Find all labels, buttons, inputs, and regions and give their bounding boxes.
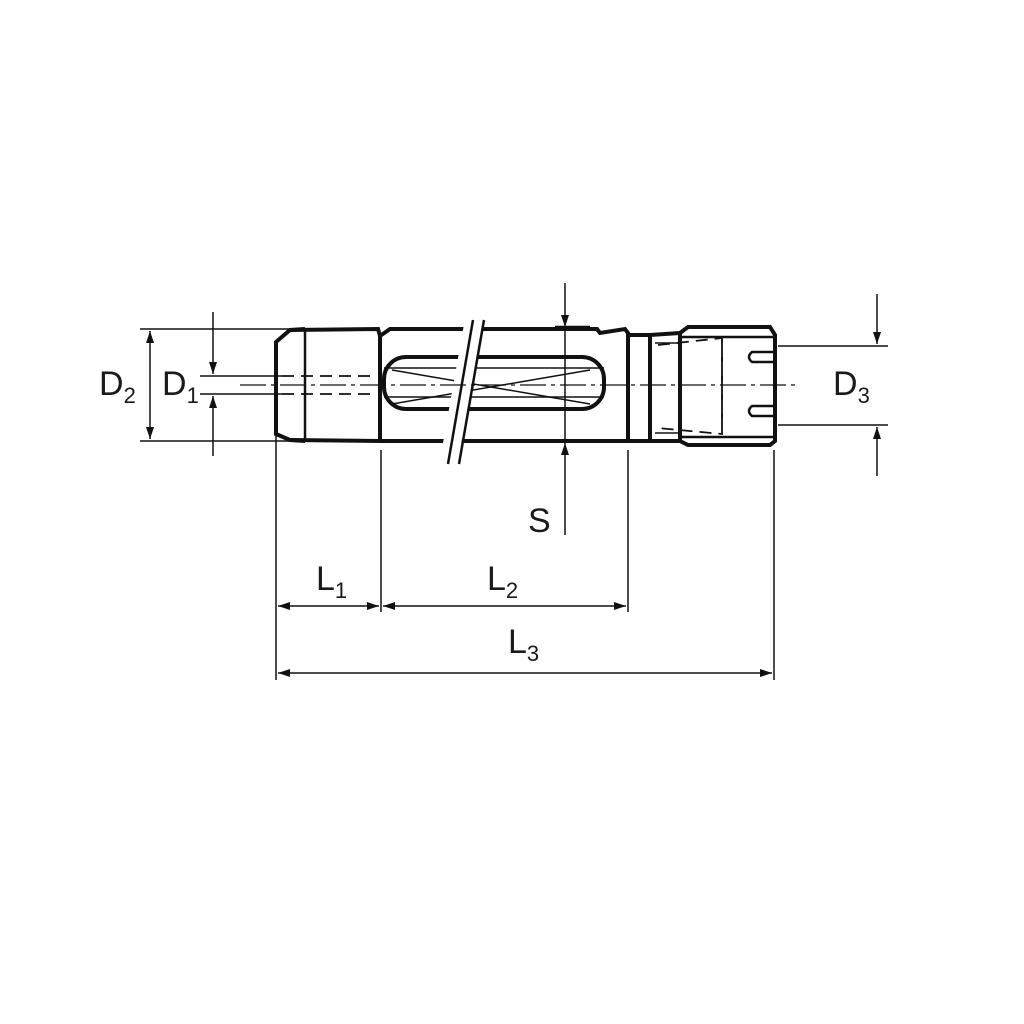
- slot-cross-2: [391, 369, 591, 405]
- label-l2: L2: [487, 560, 518, 603]
- l-extension-lines: [275, 436, 775, 680]
- hidden-bore: [282, 375, 370, 395]
- label-d2: D2: [99, 365, 136, 408]
- dim-s: [555, 283, 590, 535]
- nut-slot-upper: [747, 350, 775, 364]
- dim-d3: [778, 294, 888, 476]
- break-marks: [439, 317, 486, 469]
- label-l3: L3: [508, 623, 539, 666]
- label-s: S: [528, 502, 551, 540]
- tool-body: [274, 317, 777, 469]
- break-line-right: [457, 319, 486, 465]
- collet-nut: [678, 325, 777, 447]
- label-d3: D3: [833, 365, 870, 408]
- hidden-collet: [657, 336, 723, 435]
- nut-slot-lower: [747, 404, 775, 418]
- label-d1: D1: [162, 365, 199, 408]
- neck-section: [628, 331, 681, 443]
- dim-d1: [200, 312, 282, 456]
- break-line-left: [446, 319, 475, 465]
- clamping-slot: [382, 355, 606, 411]
- dim-d2: [140, 328, 290, 442]
- label-l1: L1: [316, 560, 347, 603]
